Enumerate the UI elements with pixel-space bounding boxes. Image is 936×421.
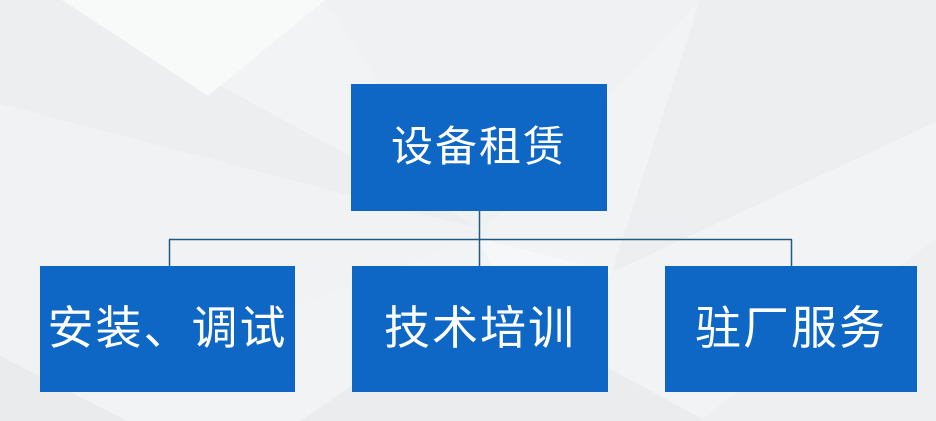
child-node-label: 驻厂服务 [695, 303, 887, 354]
child-node-label: 安装、调试 [47, 303, 288, 354]
child-node-installation-debugging: 安装、调试 [40, 266, 295, 392]
root-node-equipment-rental: 设备租赁 [351, 84, 607, 211]
child-node-technical-training: 技术培训 [352, 266, 608, 392]
child-node-label: 技术培训 [384, 303, 576, 354]
root-node-label: 设备租赁 [390, 124, 567, 171]
child-node-resident-factory-service: 驻厂服务 [665, 266, 917, 392]
